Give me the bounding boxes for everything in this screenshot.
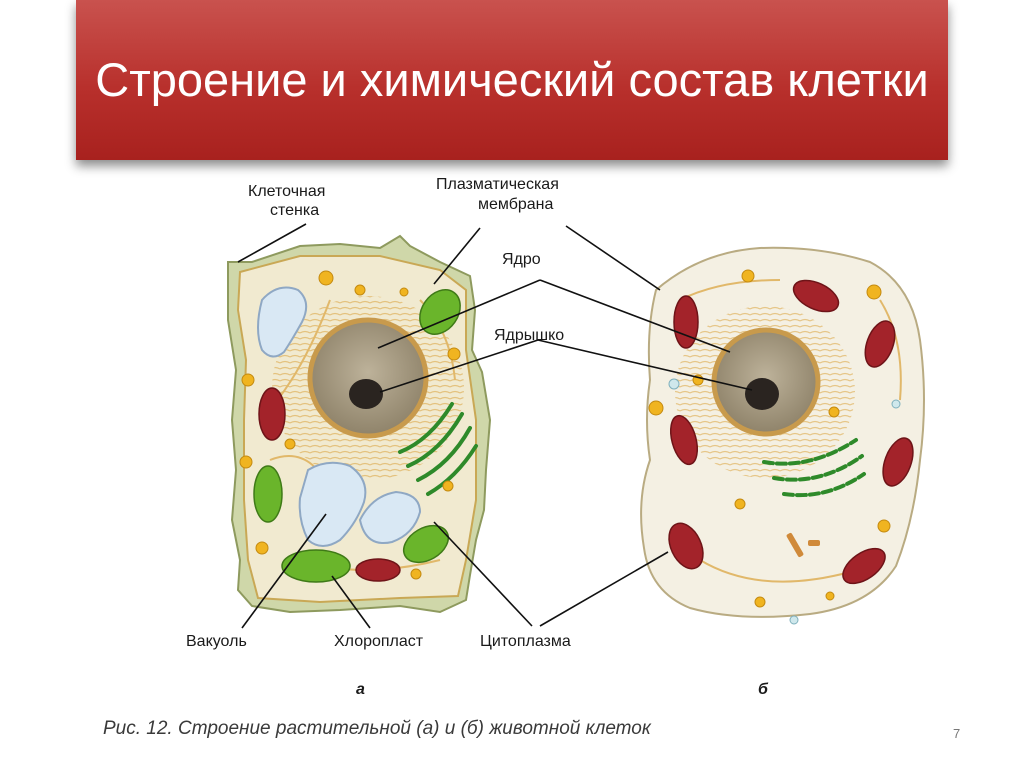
animal-mitochondrion <box>669 414 699 466</box>
plant-nucleolus <box>349 379 383 409</box>
label-nucleus: Ядро <box>502 251 541 268</box>
animal-golgi <box>762 438 866 498</box>
plant-chloroplast <box>253 465 283 523</box>
animal-mitochondrion <box>673 295 699 349</box>
title-bar: Строение и химический состав клетки <box>76 0 948 160</box>
plant-chloroplast <box>402 524 450 564</box>
label-plasma-membrane-line1: Плазматическая <box>436 176 559 193</box>
plant-vacuole <box>298 461 367 547</box>
plant-vacuole <box>257 286 308 358</box>
leader-lines <box>237 223 753 629</box>
label-vacuole: Вакуоль <box>186 633 247 650</box>
cell-diagram: Клеточная стенка Плазматическая мембрана… <box>0 160 1024 767</box>
label-cell-wall-line1: Клеточная <box>248 183 325 200</box>
label-nucleolus: Ядрышко <box>494 327 564 344</box>
animal-mitochondrion <box>882 437 914 487</box>
plant-nucleus <box>307 317 429 439</box>
label-letter-a: а <box>356 681 365 698</box>
label-chloroplast: Хлоропласт <box>334 633 424 650</box>
animal-nucleolus <box>745 378 779 410</box>
animal-mitochondrion <box>668 522 704 570</box>
animal-cell <box>640 246 925 625</box>
figure-caption: Рис. 12. Строение растительной (а) и (б)… <box>103 718 651 739</box>
animal-mitochondrion <box>842 547 886 585</box>
cell-diagram-svg: Клеточная стенка Плазматическая мембрана… <box>186 176 925 698</box>
label-plasma-membrane-line2: мембрана <box>478 196 554 213</box>
plant-vacuole <box>358 490 422 544</box>
label-cytoplasm: Цитоплазма <box>480 633 571 650</box>
plant-chloroplast <box>419 289 461 335</box>
plant-cell <box>227 234 492 614</box>
animal-mitochondrion <box>864 320 896 368</box>
label-letter-b: б <box>758 681 769 698</box>
label-cell-wall-line2: стенка <box>270 202 319 219</box>
plant-golgi <box>398 402 478 496</box>
slide-title: Строение и химический состав клетки <box>95 53 929 106</box>
plant-mitochondrion <box>258 387 286 441</box>
plant-chloroplast <box>281 549 351 583</box>
animal-mitochondrion <box>792 279 840 313</box>
plant-mitochondrion <box>355 558 401 582</box>
page-number: 7 <box>953 726 961 741</box>
